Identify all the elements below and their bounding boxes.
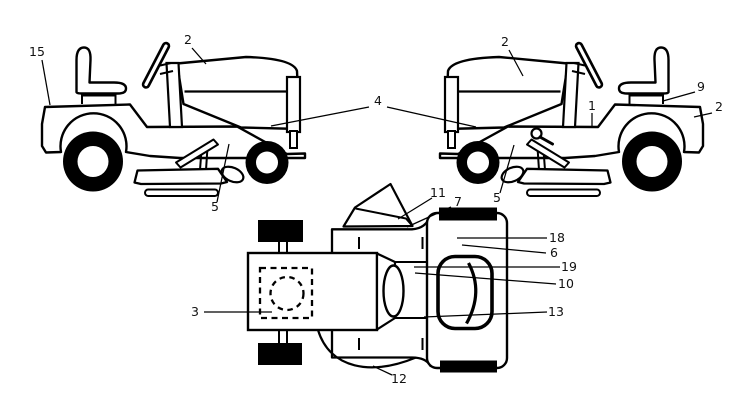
callout-7: 7 xyxy=(454,194,462,209)
leader-9 xyxy=(662,91,696,102)
deck-tick-marks xyxy=(358,237,424,350)
leader-11 xyxy=(397,197,433,220)
callout-2-right-fender: 2 xyxy=(715,99,723,114)
top-front-wheel-left xyxy=(258,220,303,242)
leader-5-left xyxy=(216,143,230,203)
top-front-wheel-right xyxy=(258,343,302,365)
callout-2-right-hood: 2 xyxy=(501,34,509,49)
callout-6: 6 xyxy=(550,245,558,260)
engine-outline-dashed xyxy=(258,266,314,320)
leader-2-right-hood xyxy=(508,49,524,77)
leader-6 xyxy=(461,244,547,254)
callout-12: 12 xyxy=(391,371,407,386)
callout-11: 11 xyxy=(430,185,446,200)
leader-7 xyxy=(406,206,452,228)
tractor-left-drawing xyxy=(42,46,305,196)
deck-engage-knob-handle xyxy=(538,135,554,146)
callout-3: 3 xyxy=(191,304,199,319)
engine-pulley-dashed xyxy=(269,275,305,312)
top-seat xyxy=(436,254,494,331)
tractor-left-side-view xyxy=(42,46,305,196)
callout-10: 10 xyxy=(558,276,574,291)
callout-4: 4 xyxy=(374,93,382,108)
leader-15 xyxy=(41,59,51,106)
tractor-right-side-view xyxy=(440,46,703,196)
top-steering-wheel xyxy=(382,264,405,318)
callout-19: 19 xyxy=(561,259,577,274)
top-rear-wheel-right xyxy=(440,360,497,373)
callout-2-left: 2 xyxy=(184,32,192,47)
steering-console xyxy=(342,182,414,228)
front-axles xyxy=(278,242,288,344)
callout-labels: 15 2 5 4 2 9 2 1 5 11 7 3 12 18 6 19 10 … xyxy=(29,32,723,386)
callout-1: 1 xyxy=(588,98,596,113)
leader-12 xyxy=(372,365,393,376)
callout-leaders xyxy=(41,47,713,376)
leader-5-right xyxy=(499,144,515,194)
callout-5-right: 5 xyxy=(493,190,501,205)
leader-13 xyxy=(423,311,548,318)
belt-loop xyxy=(316,329,417,369)
callout-13: 13 xyxy=(548,304,564,319)
leader-10 xyxy=(414,272,557,285)
callout-15: 15 xyxy=(29,44,45,59)
callout-9: 9 xyxy=(697,79,705,94)
console-channel-lines xyxy=(395,261,427,319)
leader-2-left xyxy=(191,47,207,65)
callout-18: 18 xyxy=(549,230,565,245)
leader-2-right-fender xyxy=(693,112,713,118)
steering-console-edge xyxy=(355,207,414,227)
callout-5-left: 5 xyxy=(211,199,219,214)
tractor-right-drawing xyxy=(440,46,703,196)
top-seat-back-curve xyxy=(465,262,478,325)
tractor-top-view xyxy=(246,182,509,373)
top-rear-wheel-left xyxy=(439,207,497,221)
leader-4 xyxy=(270,106,477,128)
